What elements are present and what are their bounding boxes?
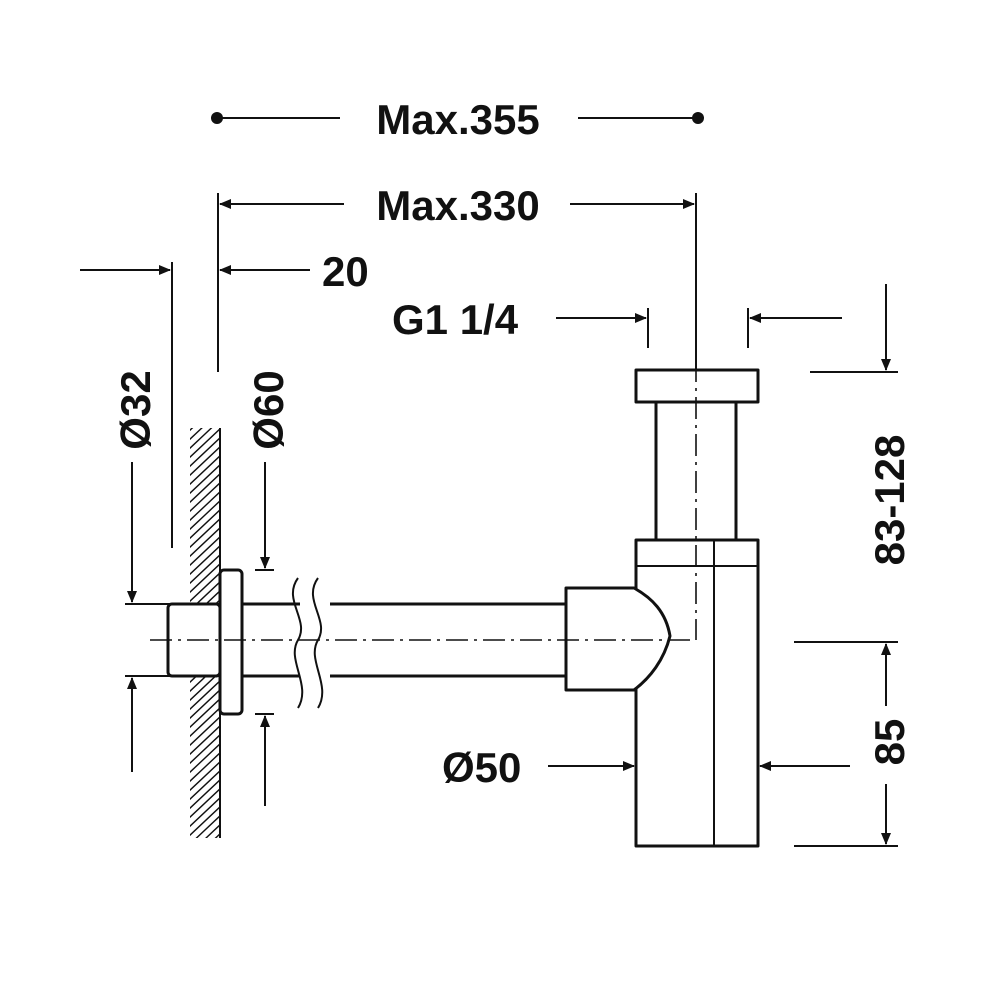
rosette-flange bbox=[218, 568, 244, 716]
hatch-line bbox=[190, 679, 220, 711]
hatch-line bbox=[190, 715, 220, 747]
bottle-diameter-label: Ø50 bbox=[442, 744, 521, 791]
hatch-line bbox=[195, 814, 220, 838]
hatch-line bbox=[190, 751, 220, 783]
max-total-label: Max.355 bbox=[376, 96, 539, 143]
hatch-line bbox=[190, 562, 220, 594]
hatch-line bbox=[190, 526, 220, 558]
hatch-line bbox=[190, 428, 194, 432]
outlet-diameter-label: Ø32 bbox=[112, 370, 159, 449]
outlet-height-label: 85 bbox=[866, 719, 913, 766]
union-nut bbox=[564, 586, 672, 692]
hatch-line bbox=[190, 535, 220, 567]
hatch-line bbox=[190, 428, 203, 441]
dim-rosette-diameter: Ø60 bbox=[245, 370, 292, 806]
dim-thread: G1 1/4 bbox=[392, 296, 842, 348]
rosette-diameter-label: Ø60 bbox=[245, 370, 292, 449]
hatch-line bbox=[190, 688, 220, 720]
hatch-line bbox=[190, 445, 220, 477]
hatch-line bbox=[190, 724, 220, 756]
hatch-line bbox=[190, 778, 220, 810]
hatch-line bbox=[190, 553, 220, 585]
dim-outlet-height: 85 bbox=[794, 641, 913, 847]
hatch-line bbox=[190, 490, 220, 522]
hatch-line bbox=[190, 508, 220, 540]
hatch-line bbox=[190, 760, 220, 792]
hatch-line bbox=[190, 454, 220, 486]
hatch-line bbox=[188, 850, 222, 882]
hatch-line bbox=[190, 472, 220, 504]
dim-height-adjust: 83-128 bbox=[810, 284, 913, 565]
hatch-line bbox=[190, 706, 220, 738]
hatch-line bbox=[190, 787, 220, 819]
bottle-body bbox=[634, 538, 760, 848]
hatch-line bbox=[190, 436, 220, 468]
hatch-line bbox=[214, 832, 220, 838]
hatch-line bbox=[190, 499, 220, 531]
hatch-line bbox=[190, 544, 220, 576]
hatch-line bbox=[188, 868, 222, 900]
dim-max-reach: Max.330 bbox=[217, 182, 697, 372]
trap-assembly bbox=[150, 360, 760, 848]
dim-bottle-diameter: Ø50 bbox=[442, 744, 850, 791]
hatch-line bbox=[190, 428, 220, 459]
hatch-line bbox=[190, 733, 220, 765]
hatch-line bbox=[190, 428, 213, 450]
hatch-line bbox=[188, 841, 222, 873]
hatch-line bbox=[190, 697, 220, 729]
hatch-line bbox=[190, 463, 220, 495]
hatch-line bbox=[190, 571, 220, 603]
hatch-line bbox=[190, 517, 220, 549]
thread-label: G1 1/4 bbox=[392, 296, 519, 343]
hatch-line bbox=[190, 796, 220, 828]
hatch-line bbox=[190, 481, 220, 513]
dim-max-total: Max.355 bbox=[211, 96, 704, 143]
hatch-line bbox=[188, 859, 222, 891]
hatch-line bbox=[205, 823, 220, 838]
flange-offset-label: 20 bbox=[322, 248, 369, 295]
hatch-line bbox=[190, 769, 220, 801]
dim-outlet-diameter: Ø32 bbox=[112, 370, 170, 772]
max-reach-label: Max.330 bbox=[376, 182, 539, 229]
hatch-line bbox=[190, 742, 220, 774]
height-adjust-label: 83-128 bbox=[866, 435, 913, 566]
hatch-line bbox=[190, 805, 220, 837]
dim-flange-offset: 20 bbox=[80, 248, 369, 548]
inlet-cap bbox=[634, 368, 760, 404]
